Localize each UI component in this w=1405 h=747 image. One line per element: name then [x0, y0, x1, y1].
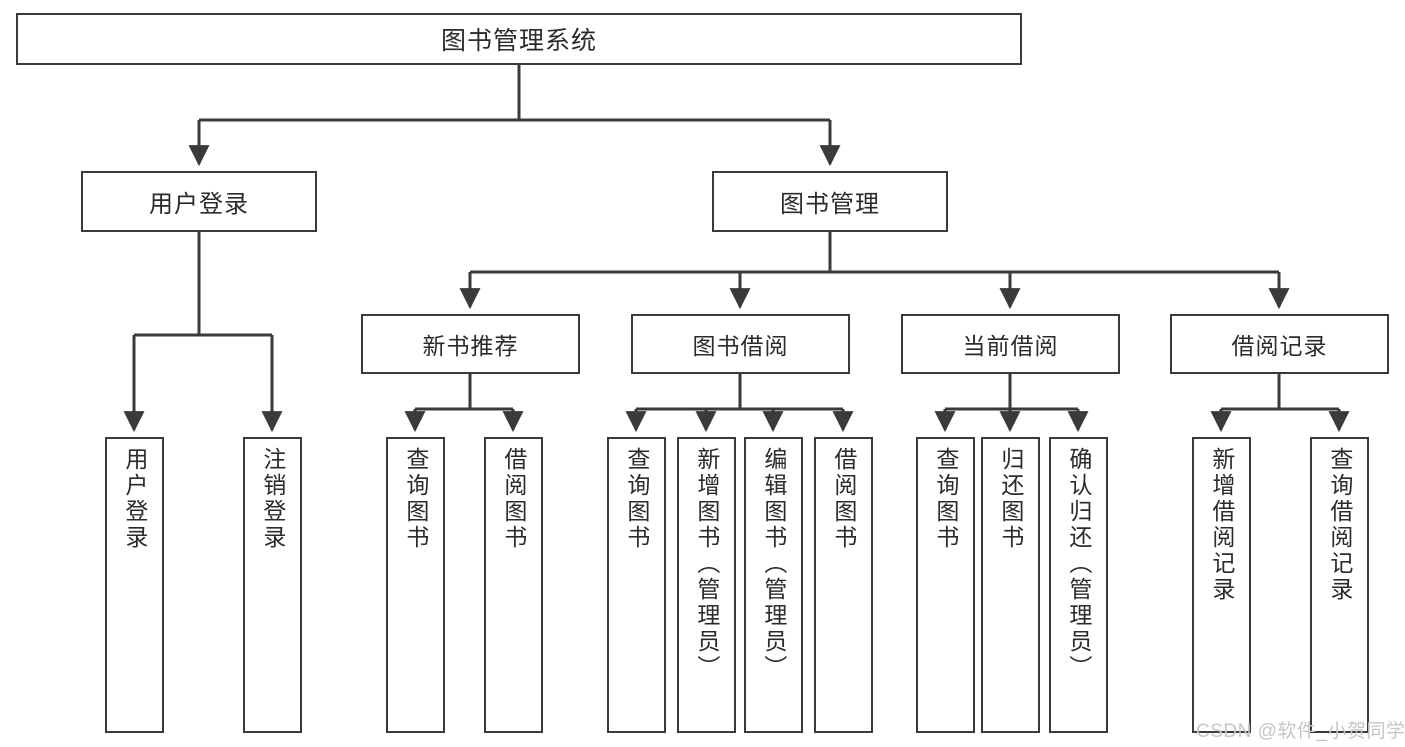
node-book-borrow-label: 图书借阅 [692, 333, 789, 359]
leaf-query-book-new[interactable]: 查询图书 [386, 437, 445, 733]
leaf-add-book-admin-label: 新增图书（管理员） [693, 447, 720, 681]
leaf-borrow-book-label: 借阅图书 [830, 447, 857, 551]
leaf-add-book-admin[interactable]: 新增图书（管理员） [677, 437, 736, 733]
node-book-management[interactable]: 图书管理 [712, 171, 948, 232]
node-book-borrow[interactable]: 图书借阅 [631, 314, 850, 374]
leaf-borrow-book-new-label: 借阅图书 [500, 447, 527, 551]
leaf-edit-book-admin-label: 编辑图书（管理员） [760, 447, 787, 681]
node-current-borrow-label: 当前借阅 [962, 333, 1059, 359]
leaf-return-book-label: 归还图书 [997, 447, 1024, 551]
leaf-borrow-book[interactable]: 借阅图书 [814, 437, 873, 733]
leaf-query-book-borrow[interactable]: 查询图书 [607, 437, 666, 733]
node-new-book-recommend[interactable]: 新书推荐 [361, 314, 580, 374]
leaf-query-book-new-label: 查询图书 [402, 447, 429, 551]
leaf-add-borrow-record-label: 新增借阅记录 [1208, 447, 1235, 603]
node-book-management-label: 图书管理 [780, 191, 880, 218]
node-user-login-label: 用户登录 [149, 191, 249, 218]
leaf-query-borrow-record-label: 查询借阅记录 [1326, 447, 1353, 603]
leaf-query-book-current[interactable]: 查询图书 [916, 437, 975, 733]
leaf-user-login-label: 用户登录 [121, 447, 148, 551]
leaf-logout-label: 注销登录 [259, 447, 286, 551]
node-borrow-record-label: 借阅记录 [1231, 333, 1328, 359]
node-current-borrow[interactable]: 当前借阅 [901, 314, 1120, 374]
leaf-borrow-book-new[interactable]: 借阅图书 [484, 437, 543, 733]
leaf-edit-book-admin[interactable]: 编辑图书（管理员） [744, 437, 803, 733]
node-borrow-record[interactable]: 借阅记录 [1170, 314, 1389, 374]
leaf-return-book[interactable]: 归还图书 [981, 437, 1040, 733]
leaf-user-login[interactable]: 用户登录 [105, 437, 164, 733]
node-root-label: 图书管理系统 [440, 27, 597, 55]
leaf-query-book-borrow-label: 查询图书 [623, 447, 650, 551]
leaf-confirm-return-admin-label: 确认归还（管理员） [1065, 447, 1092, 681]
csdn-watermark: CSDN @软件_小贺同学 [1196, 721, 1405, 742]
node-root[interactable]: 图书管理系统 [16, 13, 1022, 65]
leaf-logout[interactable]: 注销登录 [243, 437, 302, 733]
leaf-query-book-current-label: 查询图书 [932, 447, 959, 551]
leaf-confirm-return-admin[interactable]: 确认归还（管理员） [1049, 437, 1108, 733]
node-user-login[interactable]: 用户登录 [81, 171, 317, 232]
node-new-book-recommend-label: 新书推荐 [422, 333, 519, 359]
leaf-query-borrow-record[interactable]: 查询借阅记录 [1310, 437, 1369, 733]
leaf-add-borrow-record[interactable]: 新增借阅记录 [1192, 437, 1251, 733]
